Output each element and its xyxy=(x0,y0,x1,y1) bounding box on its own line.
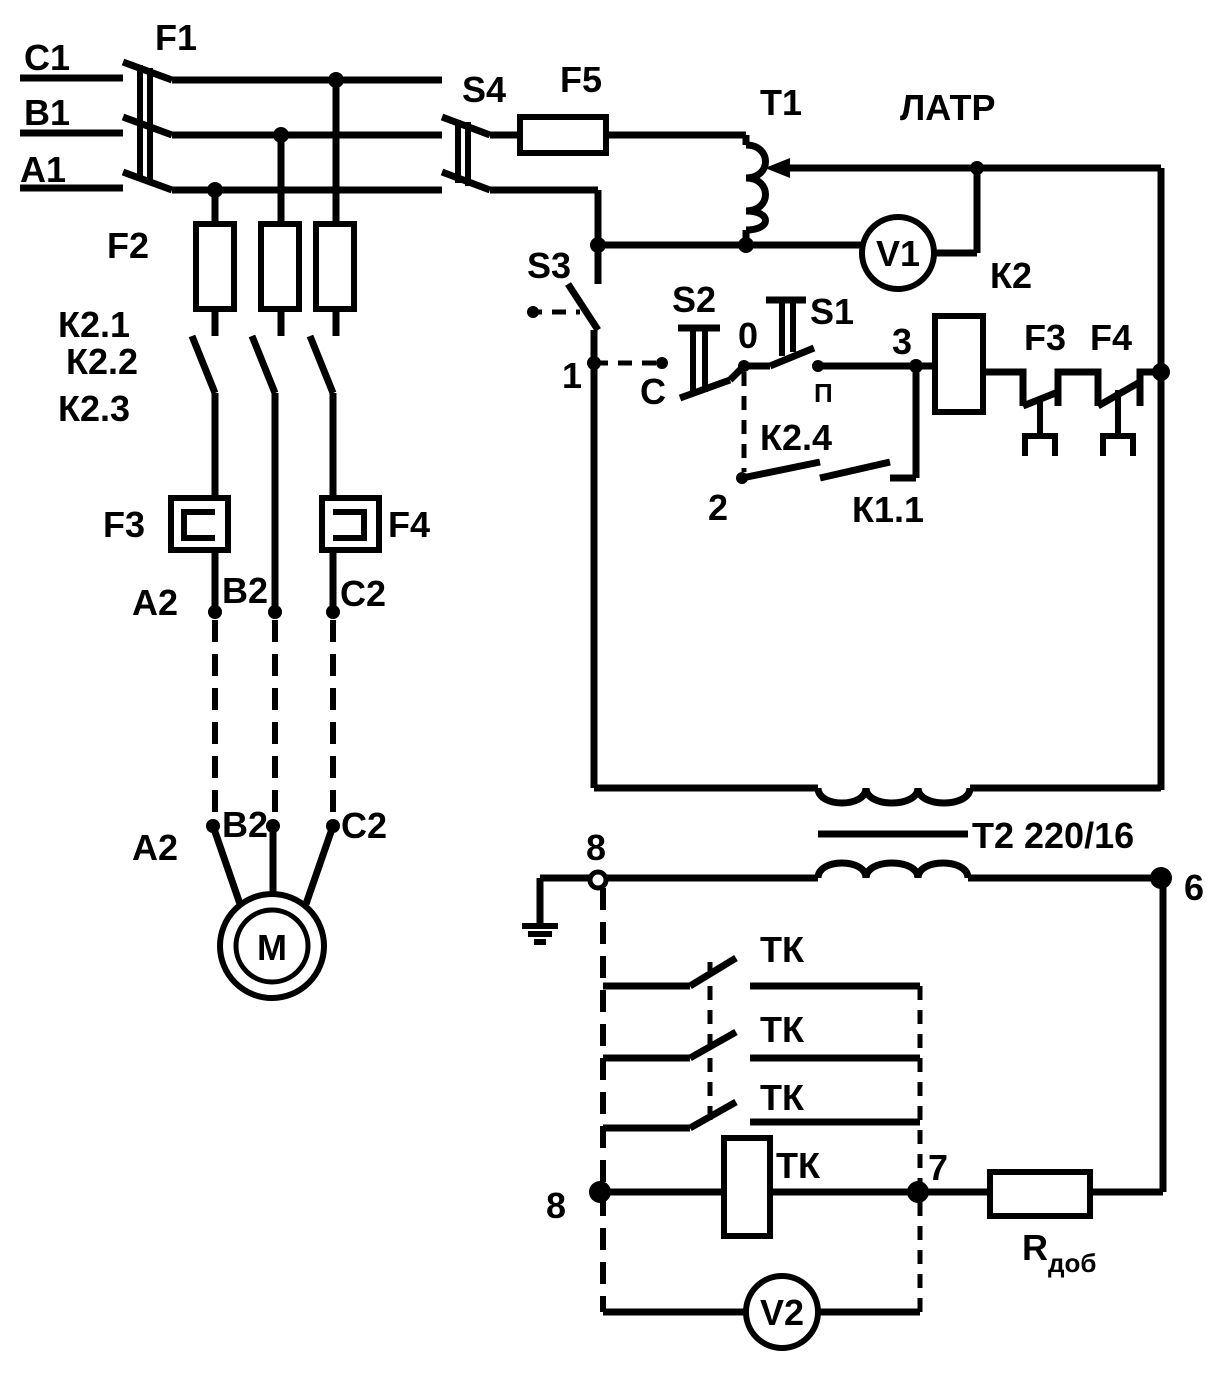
label-c1: C1 xyxy=(24,37,70,78)
label-k21: К2.1 xyxy=(58,304,130,345)
label-f3-contact: F3 xyxy=(1024,317,1066,358)
label-f4-contact: F4 xyxy=(1090,317,1132,358)
label-mode-p: П xyxy=(814,378,833,408)
switch-s4: S4 xyxy=(440,69,506,194)
label-node-8-top: 8 xyxy=(586,827,606,868)
label-node-2: 2 xyxy=(708,487,728,528)
main-bus xyxy=(172,72,442,224)
label-a1: A1 xyxy=(20,149,66,190)
test-circuit: ТК ТК ТК ТК 8 7 Rдоб V2 xyxy=(546,878,1167,1351)
label-node-6: 6 xyxy=(1184,867,1204,908)
label-c2-top: C2 xyxy=(340,573,386,614)
control-circuit: S2 С 0 S1 П 3 F3 F4 xyxy=(594,279,1170,530)
label-s4: S4 xyxy=(462,69,506,110)
latr-t1: T1 ЛАТР xyxy=(598,82,1165,790)
label-c2-bot: C2 xyxy=(341,805,387,846)
label-f3: F3 xyxy=(103,504,145,545)
label-f5: F5 xyxy=(560,59,602,100)
label-b2-bot: B2 xyxy=(222,804,268,845)
label-b2-top: B2 xyxy=(222,570,268,611)
transformer-t2: T2 220/16 6 8 xyxy=(522,784,1204,945)
contacts-k2-main: К2.1 К2.2 К2.3 xyxy=(58,304,337,612)
motor-cable: A2 B2 C2 xyxy=(132,620,387,906)
phase-input-lines: C1 B1 A1 xyxy=(20,37,123,192)
label-mode-c: С xyxy=(640,371,666,412)
switch-s3: S3 1 xyxy=(527,245,601,788)
label-tk-1: ТК xyxy=(760,929,805,970)
label-tk-coil: ТК xyxy=(776,1145,821,1186)
label-k11: К1.1 xyxy=(852,489,924,530)
motor: M xyxy=(217,891,327,1001)
motor-label: M xyxy=(257,927,287,968)
label-f1: F1 xyxy=(155,17,197,58)
label-latr: ЛАТР xyxy=(900,87,995,128)
motor-terminals-top: A2 B2 C2 xyxy=(132,570,386,623)
fuse-f5: F5 xyxy=(490,59,746,284)
label-k22: К2.2 xyxy=(66,341,138,382)
thermal-relays: F3 F4 xyxy=(103,495,430,612)
label-t2: T2 220/16 xyxy=(972,815,1134,856)
fuses-f2: F2 xyxy=(107,221,357,336)
label-rdob: Rдоб xyxy=(1022,1227,1096,1278)
label-f4: F4 xyxy=(388,504,430,545)
label-f2: F2 xyxy=(107,225,149,266)
voltmeter-v1: V1 К2 xyxy=(859,214,1032,296)
label-s2: S2 xyxy=(672,279,716,320)
label-tk-2: ТК xyxy=(760,1009,805,1050)
label-k24: К2.4 xyxy=(760,417,832,458)
label-a2-top: A2 xyxy=(132,582,178,623)
label-b1: B1 xyxy=(24,92,70,133)
label-node-7: 7 xyxy=(928,1147,948,1188)
label-a2-bot: A2 xyxy=(132,827,178,868)
label-node-0: 0 xyxy=(738,315,758,356)
label-node-8-bot: 8 xyxy=(546,1185,566,1226)
label-tk-3: ТК xyxy=(760,1077,805,1118)
label-node-3: 3 xyxy=(892,321,912,362)
label-t1: T1 xyxy=(760,82,802,123)
breaker-f1: F1 xyxy=(121,17,197,194)
label-k2: К2 xyxy=(990,255,1032,296)
label-k23: К2.3 xyxy=(58,388,130,429)
label-node-1: 1 xyxy=(562,355,582,396)
label-s1: S1 xyxy=(810,291,854,332)
label-v1: V1 xyxy=(876,233,920,274)
label-s3: S3 xyxy=(527,245,571,286)
label-v2: V2 xyxy=(760,1292,804,1333)
